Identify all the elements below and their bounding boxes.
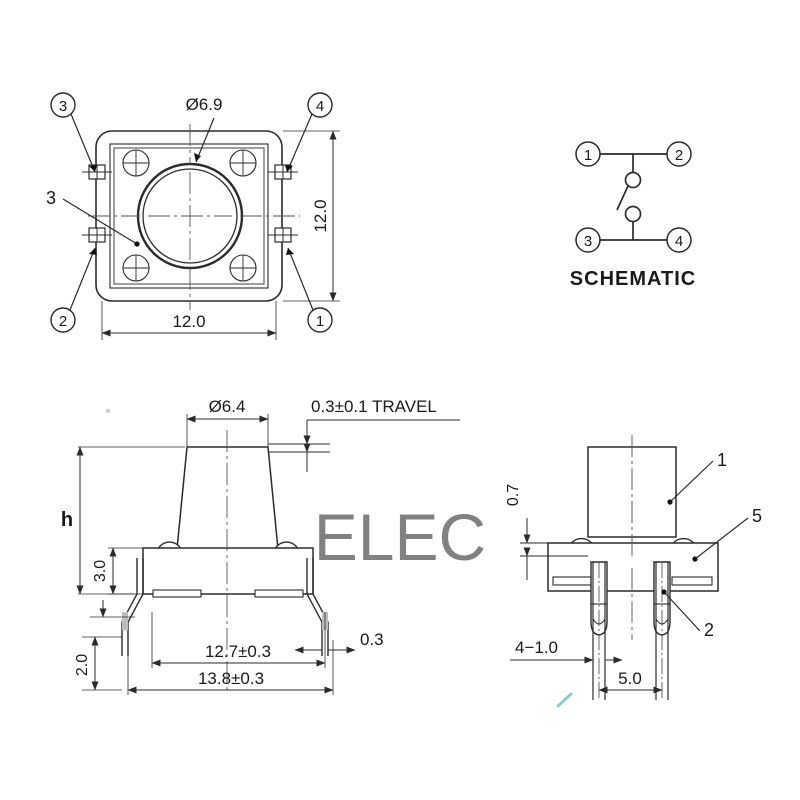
speck-artifact-top bbox=[106, 409, 110, 413]
schematic-terminal-4-label: 4 bbox=[675, 233, 683, 250]
side-view-gap-dimension: 0.7 bbox=[505, 484, 588, 580]
top-view-width-label: 12.0 bbox=[172, 312, 205, 331]
teal-artifact bbox=[556, 692, 573, 708]
side-view-callout-1-label: 1 bbox=[717, 450, 727, 470]
schematic-wires bbox=[600, 153, 667, 241]
schematic-group: 1 2 3 4 SCHEMATIC bbox=[570, 141, 696, 290]
schematic-caption: SCHEMATIC bbox=[570, 268, 696, 290]
top-view-corner-bosses bbox=[122, 149, 257, 282]
watermark-layer: ELEC bbox=[106, 409, 573, 708]
top-view-callout-1: 1 bbox=[286, 247, 333, 333]
top-view-group: Ø6.9 3 4 2 1 bbox=[46, 92, 340, 340]
side-view-callout-2-label: 2 bbox=[704, 620, 714, 640]
front-view-lead-height-label: 2.0 bbox=[74, 654, 91, 676]
top-view-callout-2: 2 bbox=[50, 247, 97, 333]
front-view-inner-span-label: 12.7±0.3 bbox=[205, 642, 271, 661]
side-view-base-slot-left bbox=[552, 576, 594, 586]
bore-diameter-callout: Ø6.9 bbox=[186, 95, 223, 163]
front-view-lead-thickness-label: 0.3 bbox=[360, 630, 384, 649]
front-view-lead-thickness-dimension: 0.3 bbox=[294, 630, 384, 654]
front-view-base-slot-right bbox=[254, 589, 304, 598]
front-view-body-height-dimension: 3.0 bbox=[92, 547, 143, 595]
schematic-contact-lower bbox=[624, 205, 642, 223]
front-view-stem-label: Ø6.4 bbox=[209, 397, 246, 416]
top-view-callout-4: 4 bbox=[285, 92, 333, 173]
front-view-extension-lines bbox=[127, 612, 334, 695]
schematic-terminal-1-label: 1 bbox=[584, 147, 592, 164]
side-view-group: 0.7 1 5 2 4−1.0 5.0 bbox=[505, 435, 762, 700]
front-view-travel-label: 0.3±0.1 TRAVEL bbox=[311, 397, 437, 416]
front-view-lead-left-outer bbox=[121, 558, 138, 656]
front-view-stem-dimension: Ø6.4 bbox=[186, 397, 269, 447]
front-view-height-label: h bbox=[61, 509, 73, 531]
front-view-travel-dimension: 0.3±0.1 TRAVEL bbox=[268, 397, 460, 472]
front-view-plunger bbox=[176, 446, 279, 550]
bore-diameter-label: Ø6.9 bbox=[186, 95, 223, 114]
front-view-outer-span-label: 13.8±0.3 bbox=[198, 669, 264, 688]
front-view-group: Ø6.4 0.3±0.1 TRAVEL h 3.0 bbox=[61, 397, 460, 695]
side-view-base-slot-right bbox=[671, 576, 713, 586]
side-view-plunger bbox=[587, 446, 677, 538]
front-view-lead-height-dimension: 2.0 bbox=[74, 636, 122, 691]
top-view-body-callout: 3 bbox=[46, 188, 140, 247]
side-view-pitch-dimension: 5.0 bbox=[598, 669, 663, 694]
top-view-height-label: 12.0 bbox=[311, 199, 330, 232]
top-view-height-dimension: 12.0 bbox=[283, 130, 340, 302]
side-view-callout-5-label: 5 bbox=[752, 506, 762, 526]
front-view-outer-span-dimension: 13.8±0.3 bbox=[127, 669, 334, 694]
front-view-body-height-label: 3.0 bbox=[92, 560, 109, 582]
side-view-pitch-label: 5.0 bbox=[618, 669, 642, 688]
schematic-switch-blade bbox=[616, 185, 629, 211]
callout-1-label: 1 bbox=[316, 313, 324, 330]
side-view-gap-label: 0.7 bbox=[505, 484, 522, 506]
front-view-total-height-dimension: h bbox=[61, 446, 185, 595]
schematic-terminal-3-label: 3 bbox=[584, 233, 592, 250]
top-view-centerlines bbox=[88, 124, 300, 310]
watermark-text: ELEC bbox=[314, 500, 486, 574]
front-view-inner-span-dimension: 12.7±0.3 bbox=[151, 642, 326, 667]
callout-4-label: 4 bbox=[316, 98, 324, 115]
top-view-callout-3: 3 bbox=[50, 92, 97, 173]
side-view-callout-1: 1 bbox=[667, 450, 727, 505]
side-view-pin-width-dimension: 4−1.0 bbox=[510, 638, 623, 664]
side-view-pin-left bbox=[590, 561, 608, 700]
side-view-callout-5: 5 bbox=[692, 506, 762, 562]
front-view-lead-right-outer bbox=[312, 558, 329, 656]
callout-2-label: 2 bbox=[59, 313, 67, 330]
top-view-width-dimension: 12.0 bbox=[101, 301, 277, 340]
schematic-contact-upper bbox=[624, 171, 642, 189]
side-view-callout-2: 2 bbox=[661, 589, 714, 640]
body-callout-label: 3 bbox=[46, 188, 56, 208]
side-view-pin-width-label: 4−1.0 bbox=[515, 638, 558, 657]
front-view-lead-right-inner bbox=[306, 558, 323, 656]
callout-3-label: 3 bbox=[59, 98, 67, 115]
schematic-terminal-2-label: 2 bbox=[675, 147, 683, 164]
front-view-body bbox=[142, 547, 314, 595]
front-view-lead-left-tip bbox=[122, 612, 128, 630]
side-view-pin-right bbox=[653, 561, 671, 700]
front-view-base-slot-left bbox=[152, 589, 202, 598]
